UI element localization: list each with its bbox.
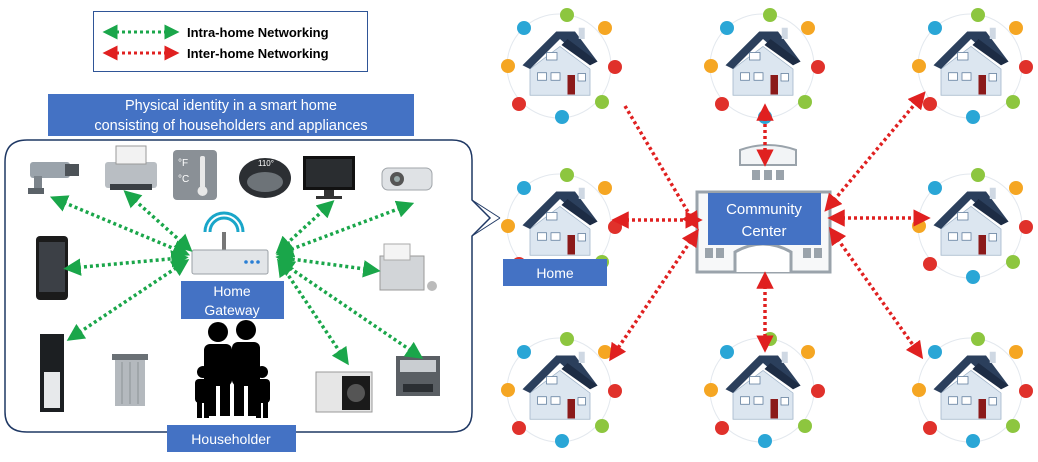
cctv-camera-icon [28, 162, 79, 194]
smart-home-title-box [48, 94, 414, 136]
speaker-temp-label: 110° [258, 159, 274, 168]
community-center-line2: Center [741, 223, 786, 240]
home-node [500, 331, 623, 449]
tower-pc-icon [40, 334, 64, 412]
community-center-label-box [708, 193, 821, 245]
thermostat-icon: °F °C [173, 150, 217, 200]
intra-arrow [49, 195, 191, 257]
home-gateway-line1: Home [213, 283, 251, 299]
printer-icon [105, 145, 157, 190]
sound-system-icon [315, 371, 373, 413]
inter-arrow [824, 91, 926, 212]
smart-home-title-line1: Physical identity in a smart home [125, 98, 337, 114]
intra-arrow [276, 259, 424, 359]
home-node [703, 331, 826, 449]
home-label-box [503, 259, 607, 286]
home-gateway-icon [191, 211, 269, 275]
thermostat-c-label: °C [178, 174, 189, 185]
smart-speaker-icon: 110° [239, 158, 291, 198]
community-center-line1: Community [726, 201, 802, 218]
intra-arrow [275, 200, 415, 258]
family-icon [195, 320, 270, 418]
inter-arrow [828, 226, 924, 360]
householder-label: Householder [191, 431, 271, 447]
inter-home-arrows [609, 91, 931, 362]
inter-arrow [623, 105, 699, 230]
home-gateway-label-box [181, 281, 284, 319]
legend: Intra-home Networking Inter-home Network… [93, 11, 368, 72]
home-node [911, 167, 1034, 285]
multifunction-printer-icon [396, 356, 440, 396]
intra-arrow [123, 190, 193, 252]
inter-arrow [609, 228, 699, 362]
monitor-icon [303, 156, 355, 199]
home-label: Home [536, 265, 574, 281]
intra-legend-label: Intra-home Networking [187, 25, 329, 40]
smart-home-title-line2: consisting of householders and appliance… [94, 118, 367, 134]
inter-legend-label: Inter-home Networking [187, 46, 329, 61]
projector-icon [381, 167, 433, 191]
home-node [500, 7, 623, 125]
smartphone-icon [36, 236, 68, 300]
thermostat-f-label: °F [178, 158, 188, 169]
home-node [703, 7, 826, 125]
trash-can-icon [112, 354, 148, 406]
home-gateway-line2: Gateway [204, 302, 259, 318]
home-node [911, 7, 1034, 125]
home-node [911, 331, 1034, 449]
householder-label-box [167, 425, 296, 452]
intra-arrow [66, 259, 190, 341]
intra-home-arrows [49, 190, 424, 366]
